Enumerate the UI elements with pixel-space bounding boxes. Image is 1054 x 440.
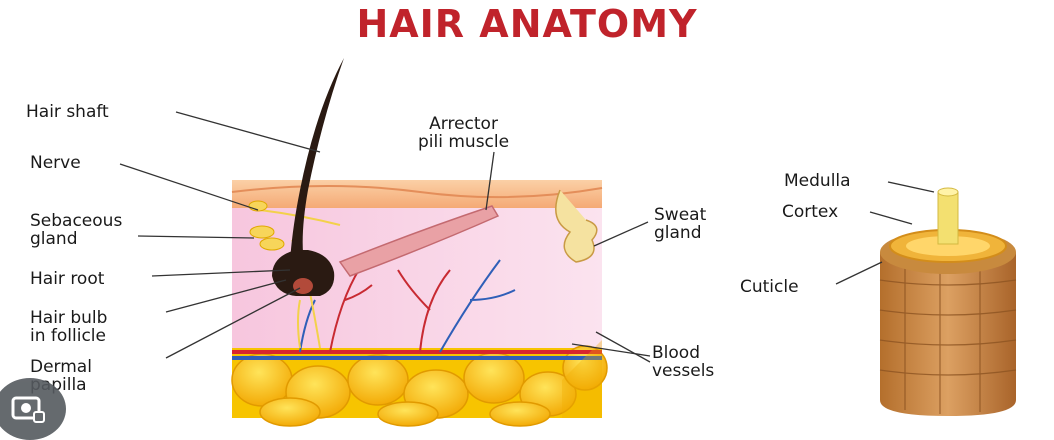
label-medulla: Medulla bbox=[784, 172, 851, 190]
label-hair-root: Hair root bbox=[30, 270, 104, 288]
label-cuticle: Cuticle bbox=[740, 278, 799, 296]
label-nerve: Nerve bbox=[30, 154, 81, 172]
label-sebaceous-gland: Sebaceous gland bbox=[30, 212, 122, 248]
image-search-lens-icon bbox=[10, 394, 46, 424]
hair-cross-section bbox=[880, 188, 1016, 416]
label-blood-vessels: Blood vessels bbox=[652, 344, 714, 380]
label-sweat-gland: Sweat gland bbox=[654, 206, 706, 242]
skin-block bbox=[232, 180, 607, 426]
label-hair-bulb: Hair bulb in follicle bbox=[30, 309, 107, 345]
label-hair-shaft: Hair shaft bbox=[26, 103, 109, 121]
cuticle-layer bbox=[880, 252, 1016, 416]
medulla-core bbox=[938, 192, 958, 244]
label-cortex: Cortex bbox=[782, 203, 838, 221]
dermal-papilla bbox=[293, 278, 313, 294]
label-arrector-pili: Arrector pili muscle bbox=[418, 115, 509, 151]
